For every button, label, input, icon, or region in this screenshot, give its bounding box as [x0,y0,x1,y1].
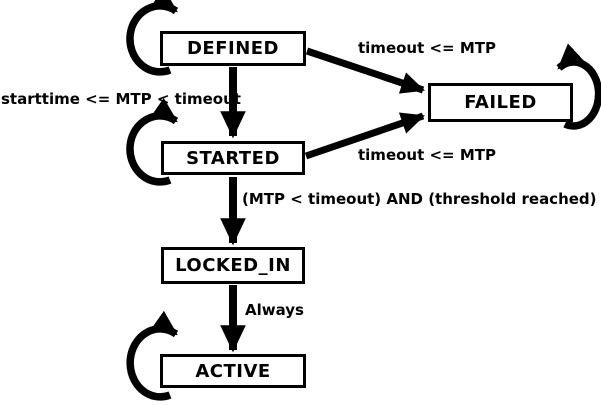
self-loop-defined-arrow [126,0,179,76]
edge-label-lockedin-to-active: Always [245,301,304,319]
state-defined-label: DEFINED [186,38,280,59]
edge-defined-to-failed-arrow [305,47,425,94]
self-loop-active-arrow [126,310,179,401]
state-active: ACTIVE [160,354,306,388]
edge-label-defined-to-failed: timeout <= MTP [358,39,497,57]
state-locked-in: LOCKED_IN [161,247,305,284]
state-failed: FAILED [428,83,573,122]
self-loop-started-arrow [126,97,179,186]
state-defined: DEFINED [160,31,306,66]
state-started-label: STARTED [186,147,280,169]
state-active-label: ACTIVE [195,360,271,382]
edge-label-defined-to-started: starttime <= MTP < timeout [1,90,241,108]
edge-started-to-failed-arrow [304,112,425,160]
state-locked-in-label: LOCKED_IN [175,255,291,276]
state-failed-label: FAILED [464,92,537,113]
edge-label-started-to-lockedin: (MTP < timeout) AND (threshold reached) [242,190,597,208]
edge-label-started-to-failed: timeout <= MTP [358,146,497,164]
self-loop-failed-arrow [556,43,601,130]
state-started: STARTED [161,141,305,175]
